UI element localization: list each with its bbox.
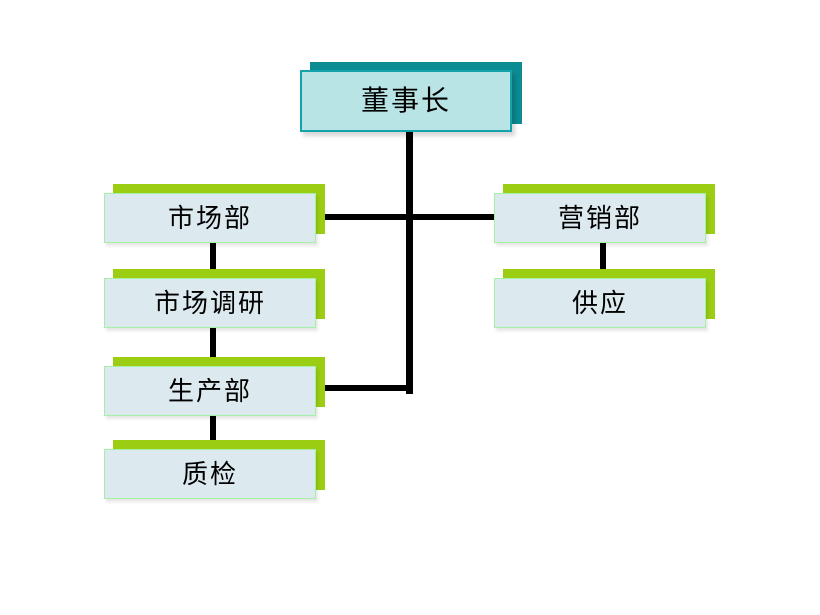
node-label: 董事长 [360,85,451,116]
node-face: 生产部 [104,366,316,416]
node-sales-dept[interactable]: 营销部 [494,184,715,243]
connector-trunk-vertical [406,132,413,394]
node-production-dept[interactable]: 生产部 [104,357,325,416]
connector-branch-horizontal-top [318,214,498,220]
node-face: 质检 [104,449,316,499]
node-market-dept[interactable]: 市场部 [104,184,325,243]
node-face: 营销部 [494,193,706,243]
node-face: 市场调研 [104,278,316,328]
node-label: 供应 [571,288,628,318]
node-label: 市场部 [167,203,252,233]
node-market-research[interactable]: 市场调研 [104,269,325,328]
node-chairman[interactable]: 董事长 [300,62,522,132]
node-label: 生产部 [167,376,252,406]
connector-link-sales-to-supply [600,239,606,281]
node-label: 质检 [181,459,238,489]
node-face: 董事长 [300,70,512,132]
node-supply[interactable]: 供应 [494,269,715,328]
node-label: 营销部 [557,203,642,233]
node-face: 市场部 [104,193,316,243]
node-quality-check[interactable]: 质检 [104,440,325,499]
connector-link-market-to-research [210,239,216,281]
connector-branch-to-production [318,385,410,391]
connector-link-production-to-quality [210,412,216,452]
node-face: 供应 [494,278,706,328]
node-label: 市场调研 [153,288,266,318]
connector-link-research-to-production [210,324,216,369]
